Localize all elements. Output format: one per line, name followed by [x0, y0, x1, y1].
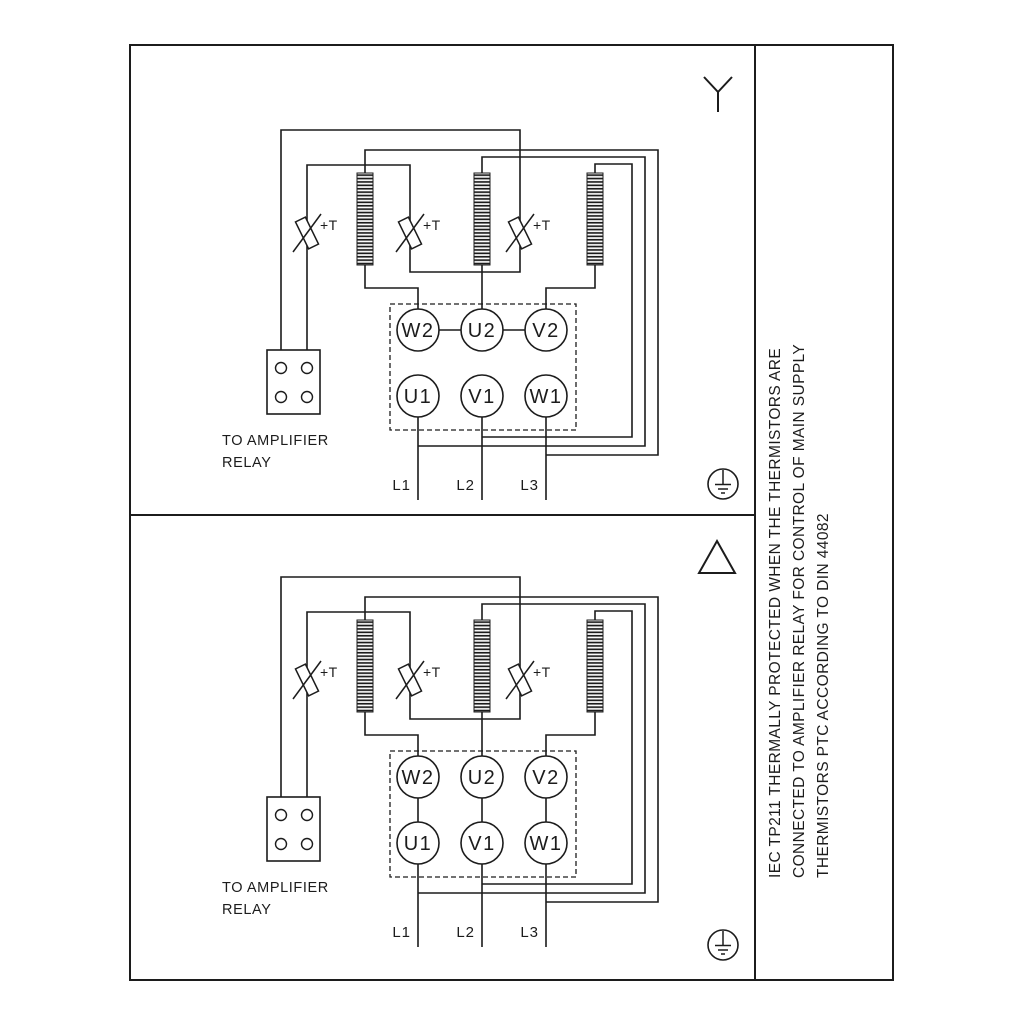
diagram-frame [129, 44, 894, 981]
earth-ground-icon [707, 929, 739, 961]
thermistor-label: +T [423, 217, 441, 233]
delta-panel: +T +T +T W2 U2 V2 U1 V1 W1 L1 L2 L3 TO A… [222, 538, 739, 961]
terminal-label-w2: W2 [402, 767, 435, 789]
terminal-label-v1: V1 [468, 386, 495, 408]
supply-label-l1: L1 [392, 924, 411, 941]
terminal-label-u1: U1 [404, 386, 433, 408]
supply-label-l2: L2 [456, 924, 475, 941]
diagram-border [129, 44, 894, 981]
relay-caption-line1: TO AMPLIFIER [222, 433, 329, 449]
side-note: IEC TP211 THERMALLY PROTECTED WHEN THE T… [767, 344, 832, 878]
relay-caption-line1: TO AMPLIFIER [222, 880, 329, 896]
thermistor-label: +T [533, 217, 551, 233]
thermistor-label: +T [533, 664, 551, 680]
supply-label-l2: L2 [456, 477, 475, 494]
supply-label-l3: L3 [520, 477, 539, 494]
thermistor-label: +T [320, 664, 338, 680]
side-note-line2: CONNECTED TO AMPLIFIER RELAY FOR CONTROL… [791, 344, 808, 878]
earth-ground-icon [707, 468, 739, 500]
star-wye-icon [703, 76, 733, 112]
terminal-label-u2: U2 [468, 767, 497, 789]
delta-terminal-links [417, 798, 547, 822]
thermistor-label: +T [423, 664, 441, 680]
star-panel: +T +T +T W2 U2 V2 U1 V1 W1 L1 L2 L3 TO A… [222, 76, 739, 500]
terminal-label-w1: W1 [530, 833, 563, 855]
terminal-label-v2: V2 [532, 320, 559, 342]
terminal-label-v2: V2 [532, 767, 559, 789]
terminal-label-w1: W1 [530, 386, 563, 408]
terminal-label-u2: U2 [468, 320, 497, 342]
relay-caption-line2: RELAY [222, 455, 271, 471]
supply-label-l3: L3 [520, 924, 539, 941]
terminal-label-v1: V1 [468, 833, 495, 855]
relay-caption-line2: RELAY [222, 902, 271, 918]
terminal-label-w2: W2 [402, 320, 435, 342]
side-note-line3: THERMISTORS PTC ACCORDING TO DIN 44082 [815, 513, 832, 878]
side-note-line1: IEC TP211 THERMALLY PROTECTED WHEN THE T… [767, 348, 784, 878]
thermistor-label: +T [320, 217, 338, 233]
supply-label-l1: L1 [392, 477, 411, 494]
delta-icon [697, 538, 737, 574]
terminal-label-u1: U1 [404, 833, 433, 855]
